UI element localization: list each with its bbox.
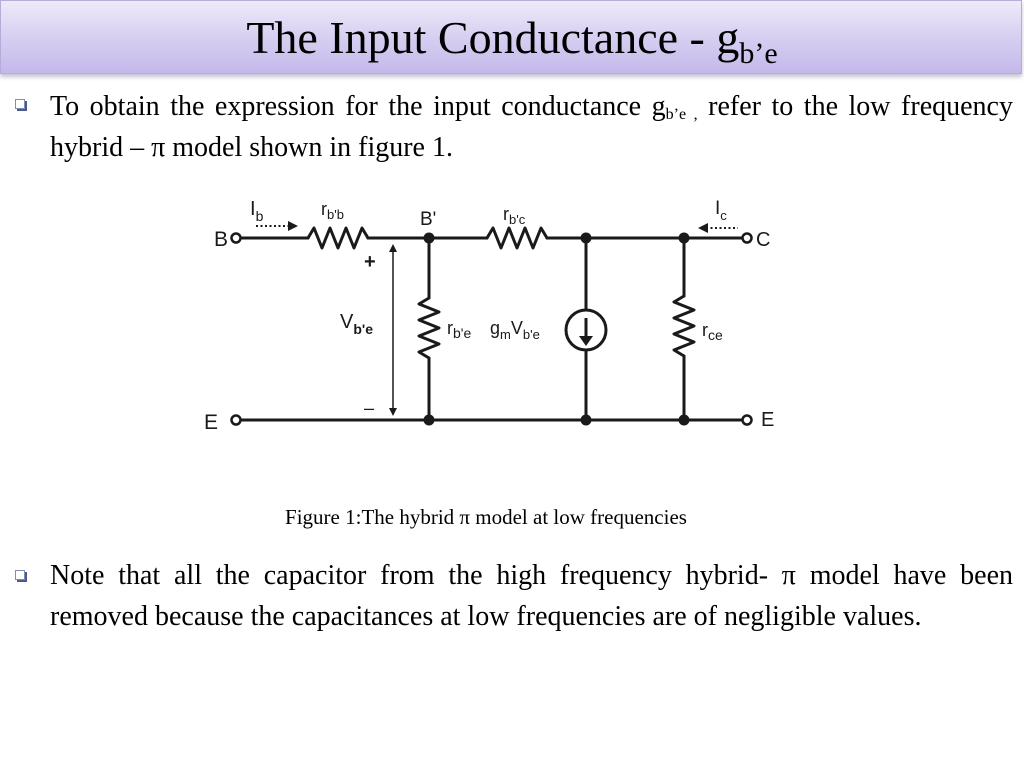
label-rce: rce bbox=[702, 320, 723, 343]
bullet-text-1: To obtain the expression for the input c… bbox=[50, 91, 1013, 163]
label-node-e-right: E bbox=[761, 409, 774, 431]
label-minus: – bbox=[364, 398, 374, 418]
junction-bottom-rce bbox=[678, 414, 690, 426]
resistor-rbc bbox=[485, 226, 549, 250]
junction-top-rce bbox=[678, 232, 690, 244]
gbe-subscript: b’e , bbox=[665, 106, 698, 123]
label-gm-vbe: gmVb'e bbox=[490, 318, 540, 342]
title-bar: The Input Conductance - gb’e bbox=[0, 0, 1022, 74]
terminal-e-left bbox=[230, 414, 242, 426]
title-subscript: b’e bbox=[739, 37, 778, 70]
junction-top-source bbox=[580, 232, 592, 244]
terminal-c bbox=[741, 232, 753, 244]
ib-arrow-head bbox=[288, 221, 298, 231]
junction-bottom-source bbox=[580, 414, 592, 426]
label-rbe: rb'e bbox=[447, 318, 471, 341]
vbe-arrow-head-top bbox=[389, 244, 397, 252]
figure-caption: Figure 1:The hybrid π model at low frequ… bbox=[285, 505, 687, 529]
label-ic: Ic bbox=[715, 198, 727, 223]
label-vbe: Vb'e bbox=[340, 311, 373, 337]
label-node-b: B bbox=[214, 228, 228, 251]
ic-arrow-head bbox=[698, 223, 708, 233]
junction-bottom-rbe bbox=[423, 414, 435, 426]
label-rbb: rb'b bbox=[321, 199, 344, 222]
terminal-e-right bbox=[741, 414, 753, 426]
hybrid-pi-circuit-diagram: B E C E B' Ib Ic rb'b rb'c rb'e rce Vb'e… bbox=[204, 198, 774, 434]
label-node-bprime: B' bbox=[420, 209, 436, 230]
vbe-arrow-head-bottom bbox=[389, 408, 397, 416]
bullet-marker-1 bbox=[15, 99, 25, 109]
label-ib: Ib bbox=[250, 198, 264, 224]
junction-bprime bbox=[423, 232, 435, 244]
resistor-rce bbox=[672, 294, 696, 358]
terminal-b bbox=[230, 232, 242, 244]
resistor-rbb bbox=[306, 226, 370, 250]
label-plus: + bbox=[364, 251, 376, 273]
slide-title: The Input Conductance - gb’e bbox=[246, 12, 778, 70]
label-node-c: C bbox=[756, 229, 770, 251]
current-source-arrow-head bbox=[579, 336, 593, 346]
resistor-rbe bbox=[417, 296, 441, 360]
bullet-marker-2 bbox=[15, 570, 25, 580]
bullet-text-2: Note that all the capacitor from the hig… bbox=[50, 560, 1013, 632]
label-rbc: rb'c bbox=[503, 204, 526, 227]
label-node-e-left: E bbox=[204, 411, 218, 434]
